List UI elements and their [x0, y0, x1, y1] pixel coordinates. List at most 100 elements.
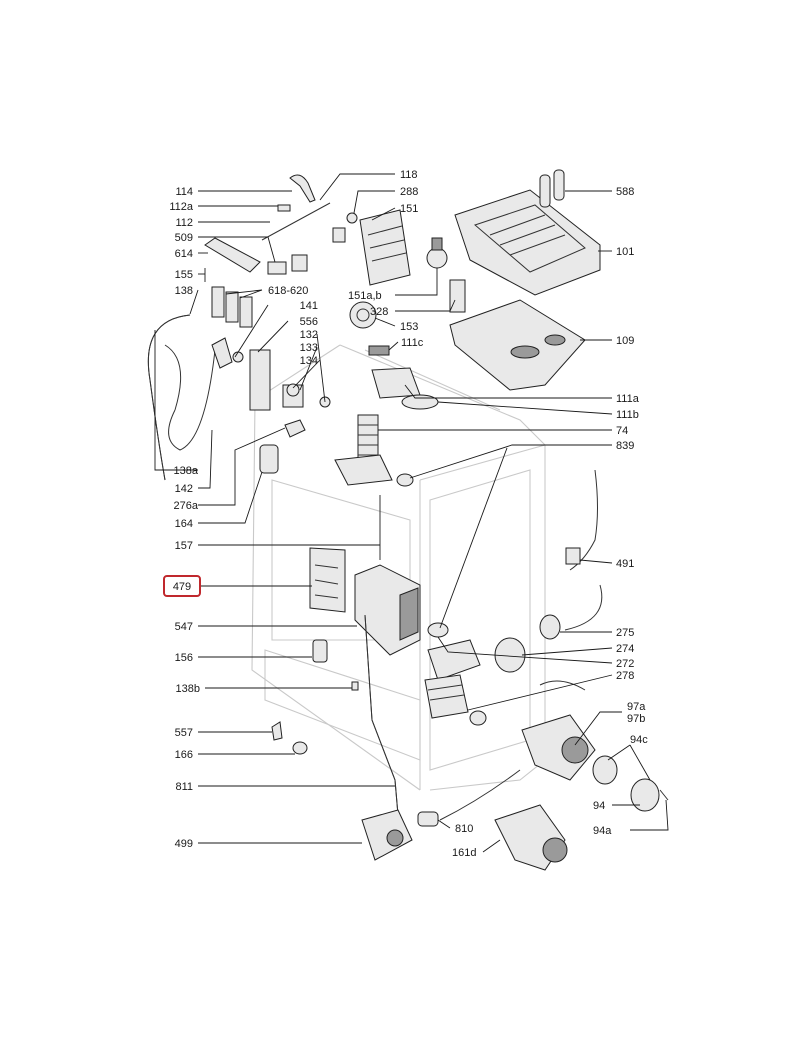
part-74-bellows: [334, 414, 393, 486]
callout-97a: 97a: [627, 701, 646, 713]
callout-97b: 97b: [627, 713, 645, 725]
part-328-module: [449, 279, 466, 313]
callouts-top: 118 288 151 151a,b 328 153 111c 618-620 …: [268, 169, 634, 349]
callout-112: 112: [175, 217, 193, 229]
callout-614: 614: [175, 248, 193, 260]
callout-109: 109: [616, 335, 634, 347]
callout-141: 141: [300, 300, 318, 312]
callout-112a: 112a: [169, 201, 194, 213]
part-138-hose-inner: [147, 314, 191, 481]
callout-161d: 161d: [452, 847, 476, 859]
part-138b-clip: [351, 681, 359, 691]
callout-499: 499: [175, 838, 193, 850]
callouts-left: 114 112a 112 509 614 155 138 141 556 132…: [169, 186, 318, 850]
part-111b-seal: [401, 394, 439, 410]
callout-111b: 111b: [616, 409, 639, 421]
callout-94c: 94c: [630, 734, 648, 746]
part-112-rod: [261, 202, 331, 241]
part-141-elbow: [211, 337, 233, 369]
part-557-clip: [271, 721, 283, 741]
callouts-right: 111a 111b 74 839 491 275 274 272 278 97a…: [452, 393, 648, 859]
callout-288: 288: [400, 186, 418, 198]
callout-134: 134: [300, 355, 318, 367]
callout-276a: 276a: [174, 500, 199, 512]
part-164-filter: [259, 444, 279, 474]
part-153-knob: [349, 301, 377, 329]
part-588-knob: [539, 169, 565, 208]
callout-557: 557: [175, 727, 193, 739]
callout-328: 328: [370, 306, 388, 318]
callout-94: 94: [593, 800, 605, 812]
part-142-hose: [168, 349, 216, 451]
callout-810: 810: [455, 823, 473, 835]
callout-111a: 111a: [616, 393, 640, 405]
part-272-clamp: [427, 622, 449, 638]
part-97-pump: [521, 714, 596, 781]
part-614-dispenser: [204, 237, 261, 273]
callout-157: 157: [175, 540, 193, 552]
part-556-bracket: [249, 349, 271, 411]
callout-166: 166: [175, 749, 193, 761]
part-491-plug: [565, 547, 581, 565]
part-138a-hose-end: [164, 344, 182, 411]
part-151ab-selector: [426, 237, 448, 269]
callout-138a: 138a: [174, 465, 199, 477]
callout-839: 839: [616, 440, 634, 452]
callout-274: 274: [616, 643, 634, 655]
part-111a-dispenser: [371, 367, 421, 399]
callout-618-620: 618-620: [268, 285, 308, 297]
callout-491: 491: [616, 558, 634, 570]
part-112a-clip: [277, 204, 291, 212]
parts: [147, 169, 669, 871]
callout-74: 74: [616, 425, 628, 437]
callout-151ab: 151a,b: [348, 290, 382, 302]
part-274-sleeve: [494, 637, 526, 673]
highlight-box: [163, 575, 201, 597]
callout-132: 132: [300, 329, 318, 341]
part-275-hose: [564, 584, 603, 631]
callout-138: 138: [175, 285, 193, 297]
callout-811: 811: [175, 781, 193, 793]
part-114-hinge: [289, 174, 316, 203]
part-618-620-valves: [211, 286, 253, 328]
callout-118: 118: [400, 169, 418, 181]
callout-94a: 94a: [593, 825, 612, 837]
callout-142: 142: [175, 483, 193, 495]
callout-509: 509: [175, 232, 193, 244]
callout-278: 278: [616, 670, 634, 682]
callout-547: 547: [175, 621, 193, 633]
part-156-capacitor: [312, 639, 328, 663]
part-509-bracket-b: [291, 254, 308, 272]
callout-479: 479: [173, 581, 191, 593]
part-839-clamp: [396, 473, 414, 487]
part-111c-light: [368, 345, 390, 356]
callout-156: 156: [175, 652, 193, 664]
callout-153: 153: [400, 321, 418, 333]
part-547-module: [354, 564, 421, 656]
callout-151: 151: [400, 203, 418, 215]
callout-101: 101: [616, 246, 634, 258]
callout-479-highlight[interactable]: 479: [163, 575, 201, 597]
hose-810: [439, 769, 521, 821]
part-278-clamp: [469, 710, 487, 726]
part-479-bracket: [309, 547, 346, 613]
callout-114: 114: [175, 186, 193, 198]
part-109-cover: [449, 299, 586, 391]
callout-164: 164: [175, 518, 193, 530]
callout-111c: 111c: [401, 337, 424, 349]
part-161d-pump: [494, 804, 568, 871]
callout-155: 155: [175, 269, 193, 281]
part-275-sensor: [539, 614, 561, 640]
part-101-console: [454, 189, 601, 296]
part-151-timer: [359, 209, 411, 286]
callout-138b: 138b: [176, 683, 200, 695]
part-278-bellow: [424, 674, 469, 719]
callout-133: 133: [300, 342, 318, 354]
callout-275: 275: [616, 627, 634, 639]
cabinet-outline: [251, 344, 546, 791]
part-272-hose: [427, 639, 481, 681]
leader-lines: [154, 173, 669, 853]
part-810-connector: [417, 811, 439, 827]
callout-556: 556: [300, 316, 318, 328]
